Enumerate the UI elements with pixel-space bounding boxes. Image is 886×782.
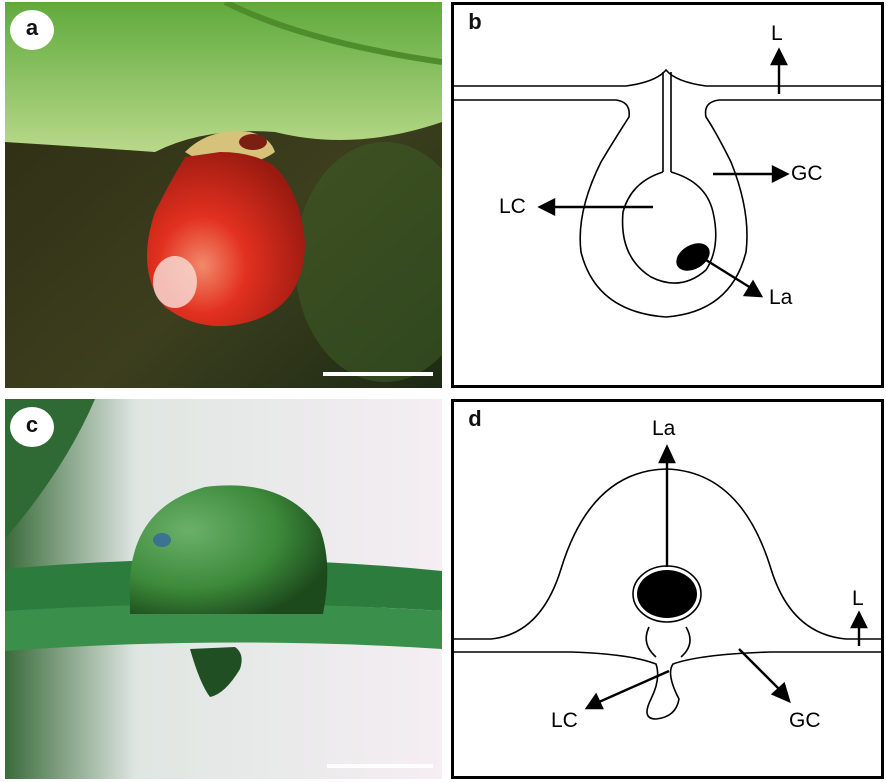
panel-a-photo: a [5, 2, 442, 388]
label-leaf: L [852, 587, 864, 611]
label-gall-chamber: GC [789, 709, 821, 733]
label-larval-chamber: LC [499, 195, 526, 219]
scale-bar [327, 764, 433, 768]
label-larva: La [769, 286, 792, 310]
panel-letter-b: b [453, 4, 497, 44]
label-leaf: L [771, 22, 783, 46]
panel-letter-d: d [453, 401, 497, 441]
red-gall-photo [5, 2, 442, 388]
green-gall-photo [5, 399, 442, 779]
label-gall-chamber: GC [791, 162, 823, 186]
panel-letter-c: c [10, 407, 54, 447]
label-larva: La [652, 417, 675, 441]
scale-bar [323, 372, 433, 376]
label-larval-chamber: LC [551, 709, 578, 733]
panel-d-diagram: d La L LC GC [451, 399, 884, 779]
panel-letter-a: a [10, 10, 54, 50]
larva-body [637, 570, 697, 618]
panel-b-diagram: b L GC LC La [451, 2, 884, 388]
panel-c-photo: c [5, 399, 442, 779]
